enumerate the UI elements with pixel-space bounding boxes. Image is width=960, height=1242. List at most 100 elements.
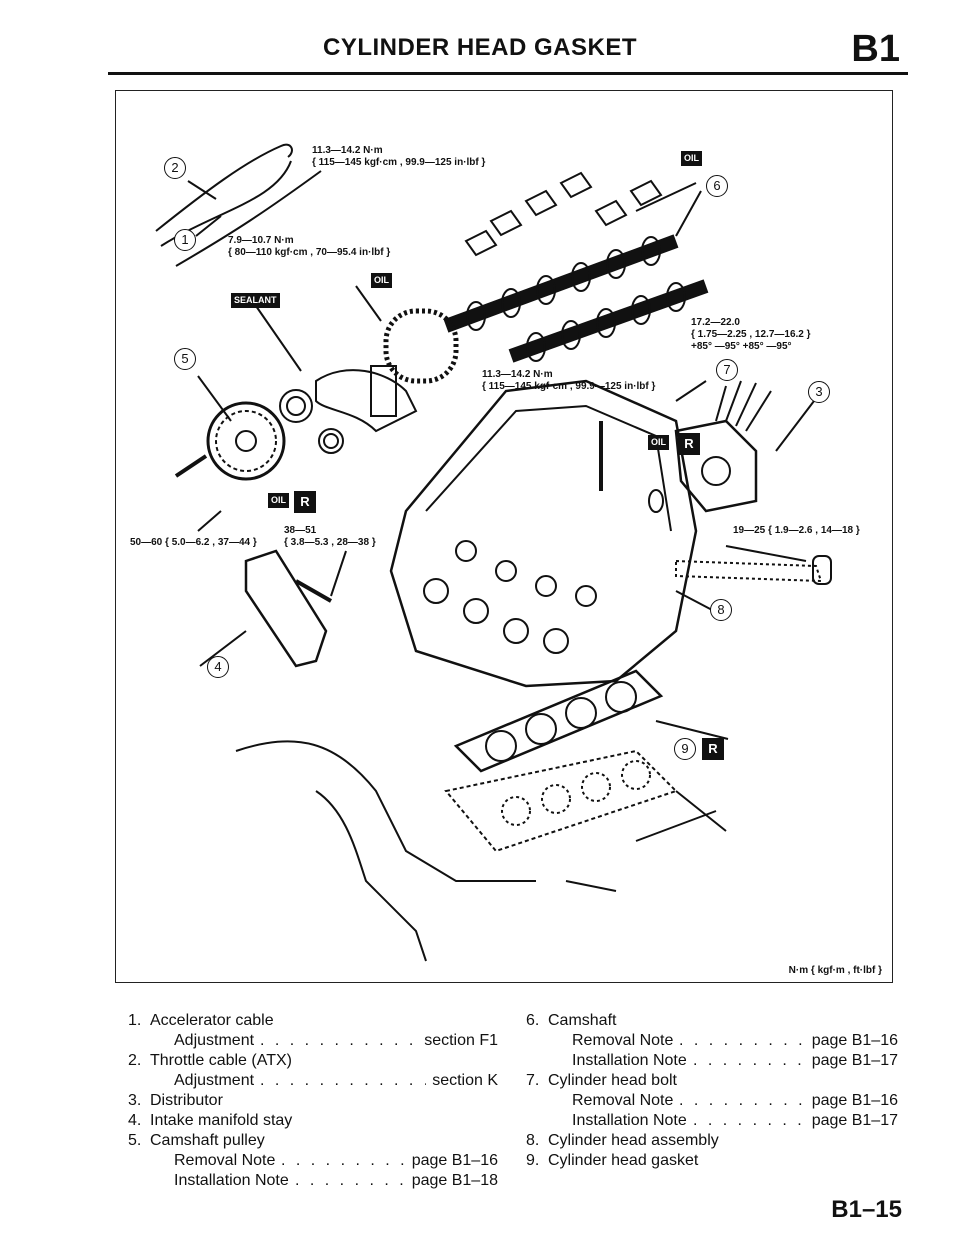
legend-item: 1. Accelerator cable: [128, 1011, 498, 1031]
legend-subitem-label: Removal Note: [174, 1152, 276, 1169]
section-code: B1: [851, 28, 900, 70]
legend-subitem: Removal Note . . . . . . . . . . . . . . …: [128, 1151, 498, 1171]
torque-distributor-bolt: 19—25 { 1.9—2.6 , 14—18 }: [733, 525, 860, 536]
legend-subitem-label: Installation Note: [572, 1052, 687, 1069]
torque-stay-bolt: 38—51: [284, 525, 317, 536]
unit-legend: N·m { kgf·m , ft·lbf }: [788, 965, 882, 976]
legend-item-number: 8.: [526, 1132, 540, 1149]
legend-subitem: Adjustment . . . . . . . . . . . . . . . …: [128, 1031, 498, 1051]
legend-subitem: Adjustment. . . . . . . . . . . . . . . …: [128, 1071, 498, 1091]
torque-head-bolt-angle: +85° —95° +85° —95°: [691, 341, 792, 352]
torque-tensioner-bolt: 7.9—10.7 N·m: [228, 235, 294, 246]
legend-item-label: Intake manifold stay: [150, 1112, 293, 1129]
torque-head-bolt-alt: { 1.75—2.25 , 12.7—16.2 }: [691, 329, 811, 340]
legend-item-number: 9.: [526, 1152, 540, 1169]
torque-cap-bolt-alt: { 115—145 kgf·cm , 99.9—125 in·lbf }: [482, 381, 656, 392]
leader-dots: . . . . . . . . . . . . . . . . . . . . …: [260, 1072, 426, 1089]
camshaft-upper: [443, 234, 679, 333]
cylinder-head-gasket: [453, 669, 664, 773]
distributor: [648, 380, 772, 513]
torque-cover-bolt: 11.3—14.2 N·m: [312, 145, 383, 156]
header-divider: [108, 72, 908, 75]
callout-5: 5: [174, 348, 196, 370]
legend-item-number: 4.: [128, 1112, 142, 1129]
leader-dots: . . . . . . . . . . . . . . . . . . . . …: [295, 1172, 406, 1189]
legend-subitem: Installation Note. . . . . . . . . . . .…: [128, 1171, 498, 1191]
legend-item-label: Cylinder head assembly: [548, 1132, 719, 1149]
legend-item: 4. Intake manifold stay: [128, 1111, 498, 1131]
legend-item-label: Cylinder head bolt: [548, 1072, 677, 1089]
legend-item-number: 2.: [128, 1052, 142, 1069]
legend-subitem: Removal Note . . . . . . . . . . . . . . …: [526, 1031, 898, 1051]
legend-reference: page B1–16: [807, 1031, 898, 1051]
camshaft-pulley: [206, 401, 286, 481]
page-title: CYLINDER HEAD GASKET: [322, 34, 638, 61]
torque-pulley-bolt: 50—60 { 5.0—6.2 , 37—44 }: [130, 537, 257, 548]
legend-reference: section F1: [420, 1031, 498, 1051]
legend-subitem-label: Removal Note: [572, 1032, 674, 1049]
legend-reference: page B1–16: [807, 1091, 898, 1111]
legend-item-number: 1.: [128, 1012, 142, 1029]
legend-reference: section K: [428, 1071, 498, 1091]
oil-badge-tensioner: OIL: [371, 273, 392, 288]
legend-item-label: Throttle cable (ATX): [150, 1052, 292, 1069]
legend-item-label: Camshaft pulley: [150, 1132, 265, 1149]
exploded-view-drawing: [155, 143, 832, 962]
legend-item-label: Distributor: [150, 1092, 223, 1109]
torque-head-bolt: 17.2—22.0: [691, 317, 740, 328]
leader-dots: . . . . . . . . . . . . . . . . . . . . …: [679, 1092, 806, 1109]
leader-dots: . . . . . . . . . . . . . . . . . . . . …: [260, 1032, 418, 1049]
leader-dots: . . . . . . . . . . . . . . . . . . . . …: [281, 1152, 406, 1169]
legend-item: 9. Cylinder head gasket: [526, 1151, 898, 1171]
leader-dots: . . . . . . . . . . . . . . . . . . . . …: [693, 1052, 806, 1069]
legend-item: 7. Cylinder head bolt: [526, 1071, 898, 1091]
replace-badge-seal: R: [294, 491, 316, 513]
oil-badge-distributor: OIL: [648, 435, 669, 450]
callout-3: 3: [808, 381, 830, 403]
legend-subitem: Removal Note . . . . . . . . . . . . . . …: [526, 1091, 898, 1111]
callout-4: 4: [207, 656, 229, 678]
legend-reference: page B1–16: [407, 1151, 498, 1171]
legend-item-label: Camshaft: [548, 1012, 617, 1029]
leader-dots: . . . . . . . . . . . . . . . . . . . . …: [679, 1032, 806, 1049]
replace-badge-oring: R: [678, 433, 700, 455]
torque-stay-bolt-alt: { 3.8—5.3 , 28—38 }: [284, 537, 376, 548]
legend-reference: page B1–17: [807, 1111, 898, 1131]
callout-7: 7: [716, 359, 738, 381]
sealant-badge: SEALANT: [231, 293, 280, 308]
legend-reference: page B1–18: [407, 1171, 498, 1191]
cylinder-head-assembly: [389, 379, 698, 688]
legend-subitem-label: Adjustment: [174, 1032, 255, 1049]
callout-6: 6: [706, 175, 728, 197]
oil-badge-seal: OIL: [268, 493, 289, 508]
leader-dots: . . . . . . . . . . . . . . . . . . . . …: [693, 1112, 806, 1129]
torque-cover-bolt-alt: { 115—145 kgf·cm , 99.9—125 in·lbf }: [312, 157, 486, 168]
legend-item-number: 3.: [128, 1092, 142, 1109]
legend-subitem-label: Removal Note: [572, 1092, 674, 1109]
callout-1: 1: [174, 229, 196, 251]
legend-subitem-label: Installation Note: [572, 1112, 687, 1129]
legend-reference: page B1–17: [807, 1051, 898, 1071]
replace-badge-gasket: R: [702, 738, 724, 760]
legend-item-number: 6.: [526, 1012, 540, 1029]
legend-item: 3. Distributor: [128, 1091, 498, 1111]
legend-item: 2. Throttle cable (ATX): [128, 1051, 498, 1071]
camshaft-lower: [508, 279, 709, 363]
page-number: B1–15: [831, 1196, 902, 1223]
legend-item: 5. Camshaft pulley: [128, 1131, 498, 1151]
callout-9: 9: [674, 738, 696, 760]
legend-item-number: 5.: [128, 1132, 142, 1149]
legend-item-label: Cylinder head gasket: [548, 1152, 699, 1169]
legend-item: 8. Cylinder head assembly: [526, 1131, 898, 1151]
callout-2: 2: [164, 157, 186, 179]
exploded-view-figure: 1 2 3 4 5 6 7 8 9 11.3—14.2 N·m { 115—14…: [115, 90, 893, 983]
legend-item-number: 7.: [526, 1072, 540, 1089]
oil-badge-camshaft: OIL: [681, 151, 702, 166]
legend-subitem: Installation Note . . . . . . . . . . . .…: [526, 1051, 898, 1071]
torque-tensioner-bolt-alt: { 80—110 kgf·cm , 70—95.4 in·lbf }: [228, 247, 391, 258]
legend-item-label: Accelerator cable: [150, 1012, 274, 1029]
legend-item: 6. Camshaft: [526, 1011, 898, 1031]
legend-subitem: Installation Note . . . . . . . . . . . .…: [526, 1111, 898, 1131]
